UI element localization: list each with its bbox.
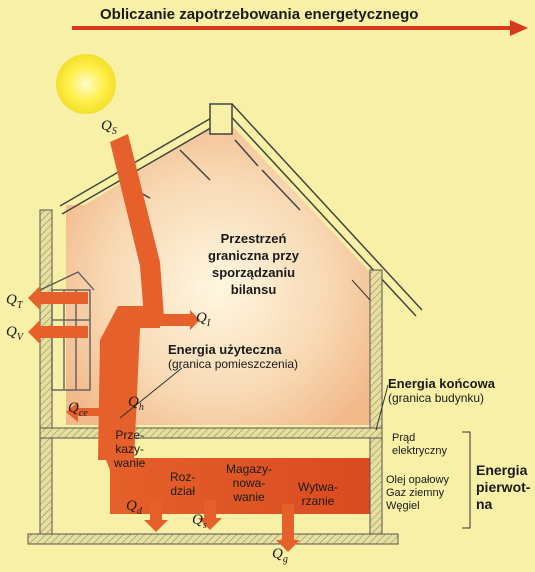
fuel-sources-label: Olej opałowy Gaz ziemny Węgiel [386, 474, 449, 512]
qd-label: Qd [126, 498, 142, 517]
qt-label: QT [6, 292, 23, 311]
header-arrow [72, 20, 528, 36]
qs-top-label: QS [101, 118, 117, 137]
qh-label: Qh [128, 394, 144, 413]
boundary-space-label: Przestrzeń graniczna przy sporządzaniu b… [208, 231, 300, 297]
qs-bottom-label: Qs [192, 512, 207, 531]
useful-energy-label: Energia użyteczna (granica pomieszczenia… [168, 342, 299, 371]
roof [59, 103, 423, 317]
transfer-stage-label: Prze- kazy- wanie [114, 428, 146, 470]
energy-flows [28, 134, 300, 552]
distribution-stage-label: Roz- dział [170, 470, 196, 498]
pointer-lines [119, 279, 471, 529]
storage-stage-label: Magazy- nowa- wanie [226, 462, 273, 504]
electricity-label: Prąd elektryczny [392, 432, 448, 457]
qg-label: Qg [272, 546, 288, 565]
generation-stage-label: Wytwa- rzanie [298, 480, 338, 508]
qi-label: QI [196, 310, 211, 329]
window [39, 271, 95, 391]
final-energy-label: Energia końcowa (granica budynku) [388, 376, 495, 405]
qv-label: QV [6, 324, 23, 343]
sun-icon [56, 54, 116, 114]
page-title: Obliczanie zapotrzebowania energetyczneg… [100, 6, 419, 23]
primary-energy-label: Energia pierwot- na [476, 462, 531, 512]
qce-label: Qce [68, 400, 88, 419]
chimney [209, 103, 233, 135]
